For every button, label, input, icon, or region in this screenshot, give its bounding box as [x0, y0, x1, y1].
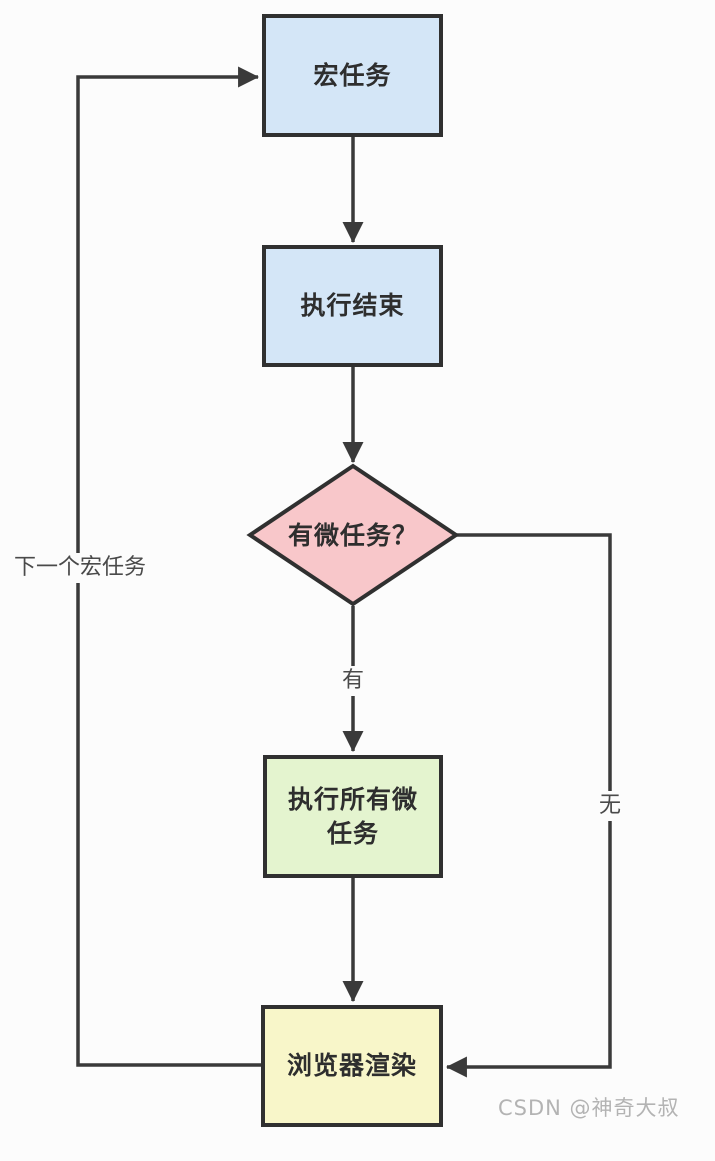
- edge-label-yes: 有: [333, 666, 373, 696]
- node-run-all-microtasks-label: 执行所有微任务: [287, 784, 418, 848]
- node-has-microtask-decision: 有微任务？: [253, 517, 453, 555]
- node-browser-render: 浏览器渲染: [261, 1005, 443, 1127]
- edge-decision-no-to-render: [445, 533, 612, 1078]
- node-execution-end-label: 执行结束: [300, 291, 405, 321]
- node-browser-render-label: 浏览器渲染: [286, 1051, 417, 1081]
- csdn-watermark: CSDN @神奇大叔: [498, 1096, 680, 1120]
- node-execution-end: 执行结束: [262, 245, 443, 367]
- edge-label-no: 无: [590, 791, 630, 821]
- edge-label-next-macro-task: 下一个宏任务: [10, 553, 150, 583]
- node-has-microtask-label: 有微任务？: [287, 521, 418, 551]
- node-macro-task-label: 宏任务: [313, 60, 392, 90]
- node-run-all-microtasks: 执行所有微任务: [263, 755, 443, 878]
- node-macro-task: 宏任务: [262, 14, 443, 137]
